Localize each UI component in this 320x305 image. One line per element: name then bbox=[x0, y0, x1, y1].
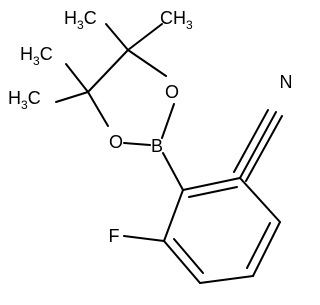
bond-b-aryl bbox=[162, 152, 184, 191]
bond-c5-me-lowleft bbox=[55, 91, 89, 103]
ring-bond-1 bbox=[182, 177, 241, 191]
ring-bond-1-inner bbox=[188, 186, 238, 198]
bond-o1-b bbox=[161, 103, 175, 139]
methyl-low-left: H3C bbox=[8, 88, 41, 112]
bond-c4-me-topleft bbox=[105, 23, 129, 51]
atom-boron: B bbox=[151, 136, 163, 156]
bond-c4-o1 bbox=[127, 49, 167, 77]
bond-c4-me-topright bbox=[127, 23, 163, 51]
atom-o-lower: O bbox=[109, 132, 123, 152]
methyl-labels: H3C CH3 H3C H3C bbox=[8, 8, 193, 112]
bond-c5-me-midleft bbox=[65, 63, 89, 93]
bond-c4-c5 bbox=[87, 49, 129, 93]
ring-bond-6 bbox=[163, 189, 184, 242]
bond-c-f bbox=[123, 235, 165, 242]
ring-bond-3 bbox=[252, 221, 281, 277]
ring-bond-4 bbox=[199, 275, 254, 284]
nitrile-triple-bond bbox=[233, 109, 283, 182]
atom-nitrogen: N bbox=[280, 72, 293, 92]
bond-c5-o2 bbox=[87, 91, 109, 127]
bond-lines bbox=[55, 23, 283, 284]
ring-bond-3-inner bbox=[246, 222, 271, 269]
structure-drawing: O B O F N H3C CH3 H3C H3C bbox=[8, 8, 293, 284]
ring-bond-2 bbox=[239, 177, 281, 223]
bond-b-o2 bbox=[123, 142, 151, 146]
atom-labels: O B O F N bbox=[109, 72, 293, 246]
methyl-top-right: CH3 bbox=[160, 8, 193, 32]
atom-fluorine: F bbox=[109, 226, 120, 246]
ring-bond-5 bbox=[163, 240, 201, 284]
ring-bond-5-inner bbox=[173, 238, 204, 274]
methyl-top-left: H3C bbox=[64, 8, 97, 32]
methyl-mid-left: H3C bbox=[20, 44, 53, 68]
atom-o-upper: O bbox=[165, 82, 179, 102]
molecule-svg: O B O F N H3C CH3 H3C H3C bbox=[8, 8, 293, 284]
